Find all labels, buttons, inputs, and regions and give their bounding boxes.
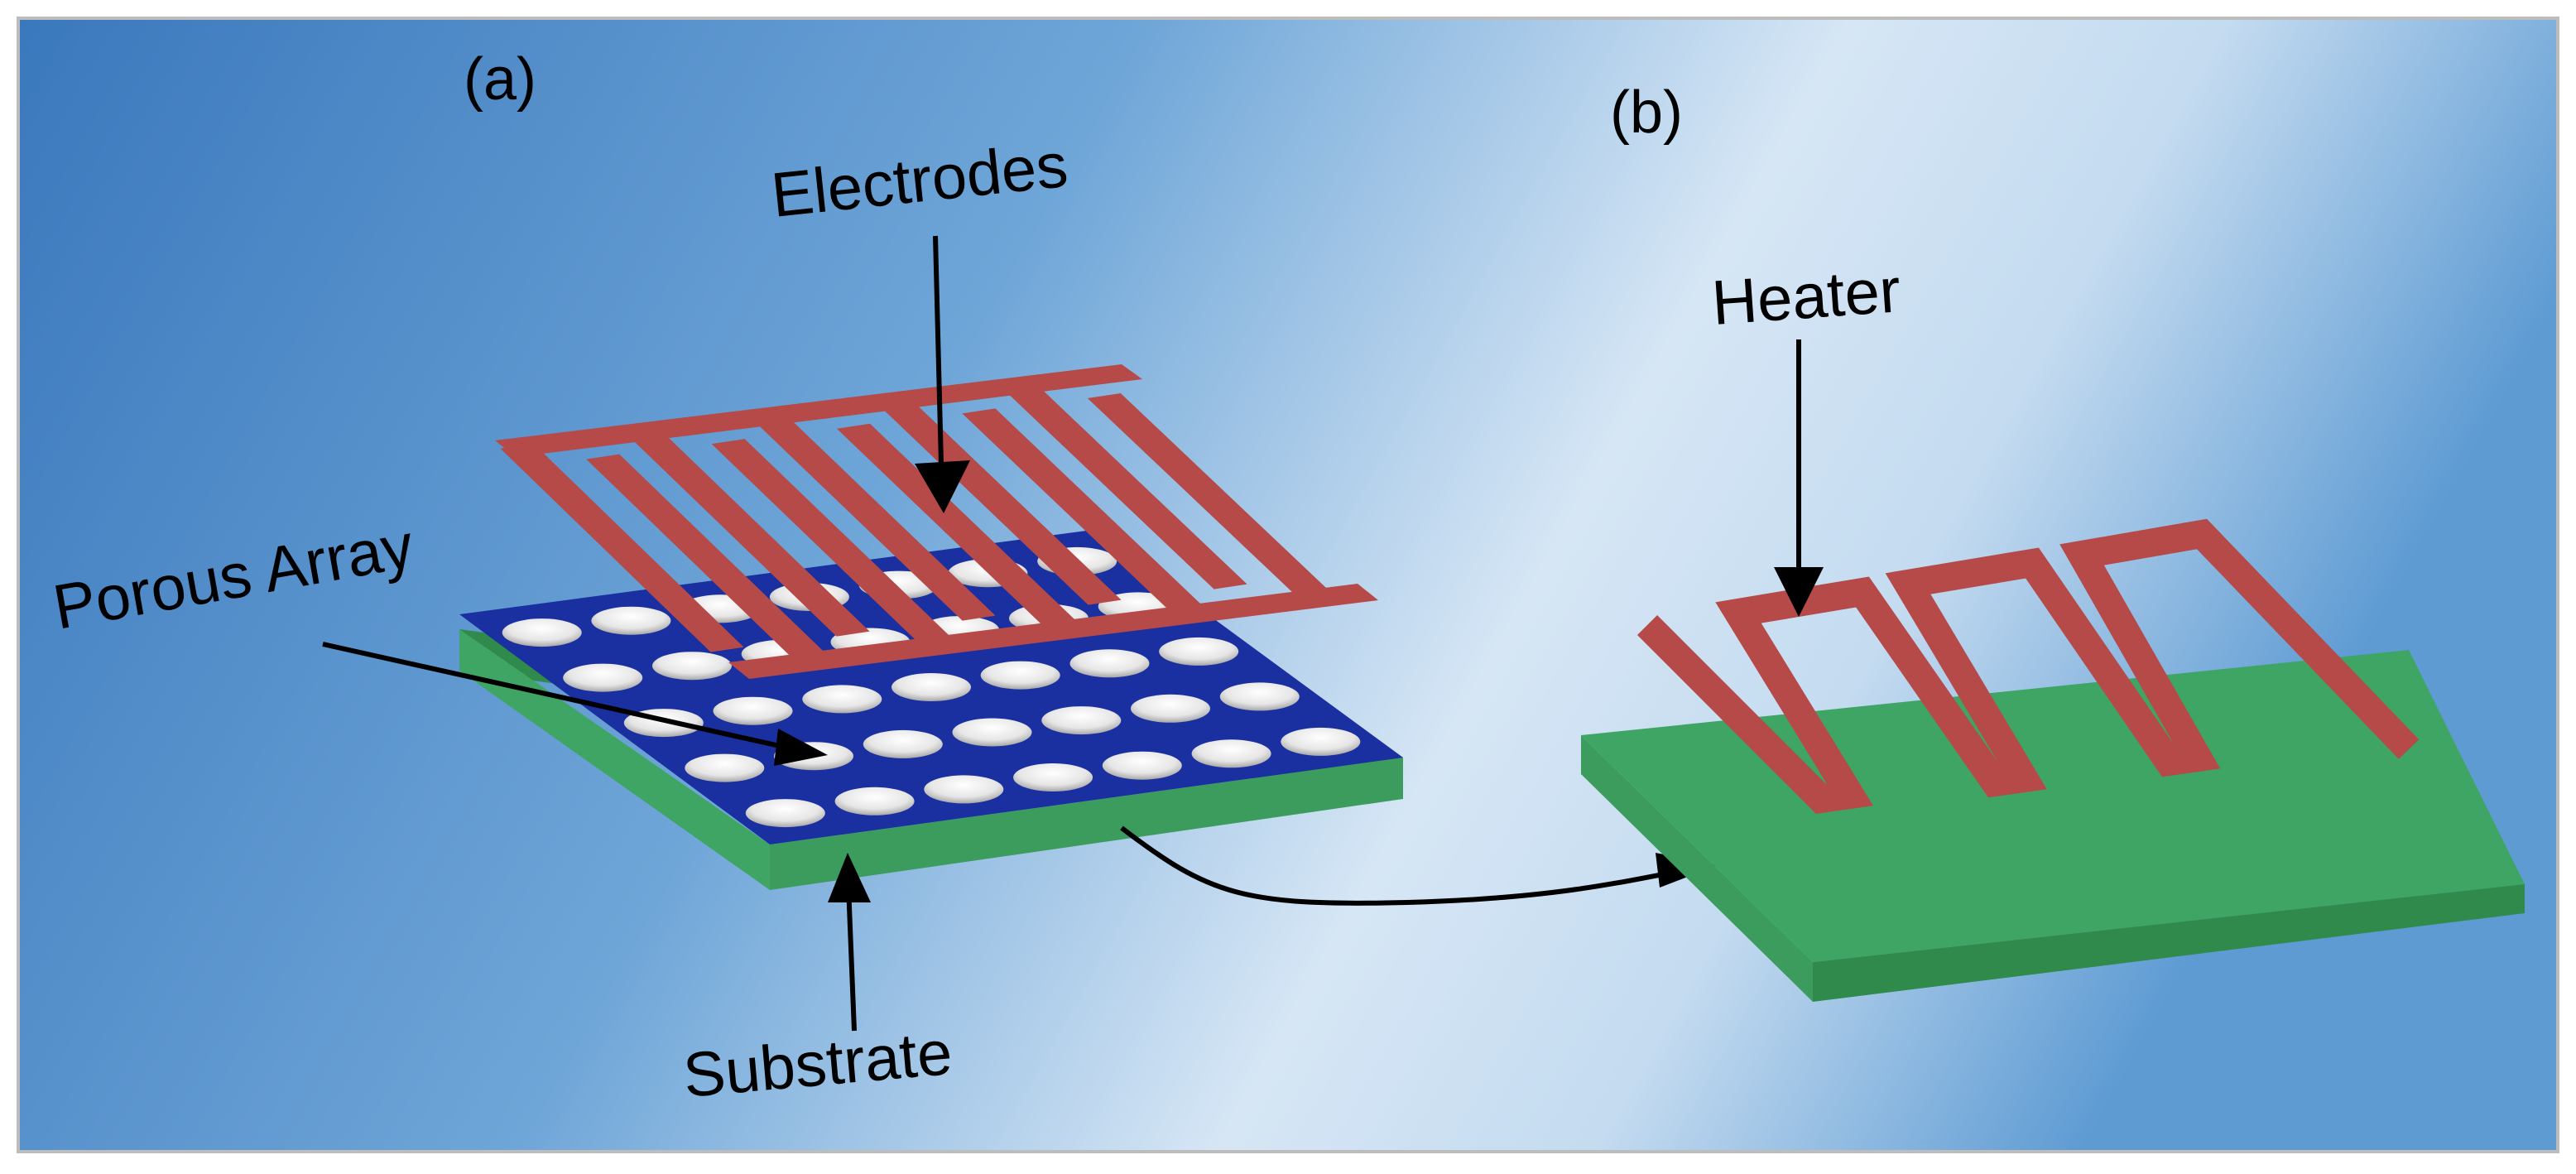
- heater-label: Heater: [1709, 255, 1902, 339]
- pore: [1220, 682, 1300, 710]
- pore: [1159, 638, 1238, 666]
- pore: [502, 618, 582, 647]
- pore: [1281, 728, 1360, 756]
- pore: [953, 719, 1032, 747]
- pore: [652, 652, 732, 680]
- pore: [685, 754, 764, 782]
- pore: [1131, 695, 1210, 723]
- pore: [835, 787, 915, 816]
- pore: [981, 662, 1060, 690]
- pore: [863, 730, 943, 758]
- pore: [1192, 739, 1271, 767]
- pore: [1103, 752, 1182, 780]
- pore: [924, 775, 1003, 803]
- pore: [1070, 649, 1150, 677]
- panel-b-label: (b): [1610, 79, 1683, 146]
- pore: [892, 673, 971, 701]
- pore: [1041, 706, 1121, 734]
- pore: [714, 697, 793, 725]
- panel-a-label: (a): [464, 46, 536, 113]
- pore: [802, 685, 882, 713]
- pore: [746, 799, 825, 827]
- pore: [563, 664, 642, 692]
- pore: [591, 607, 670, 635]
- pore: [1013, 763, 1093, 791]
